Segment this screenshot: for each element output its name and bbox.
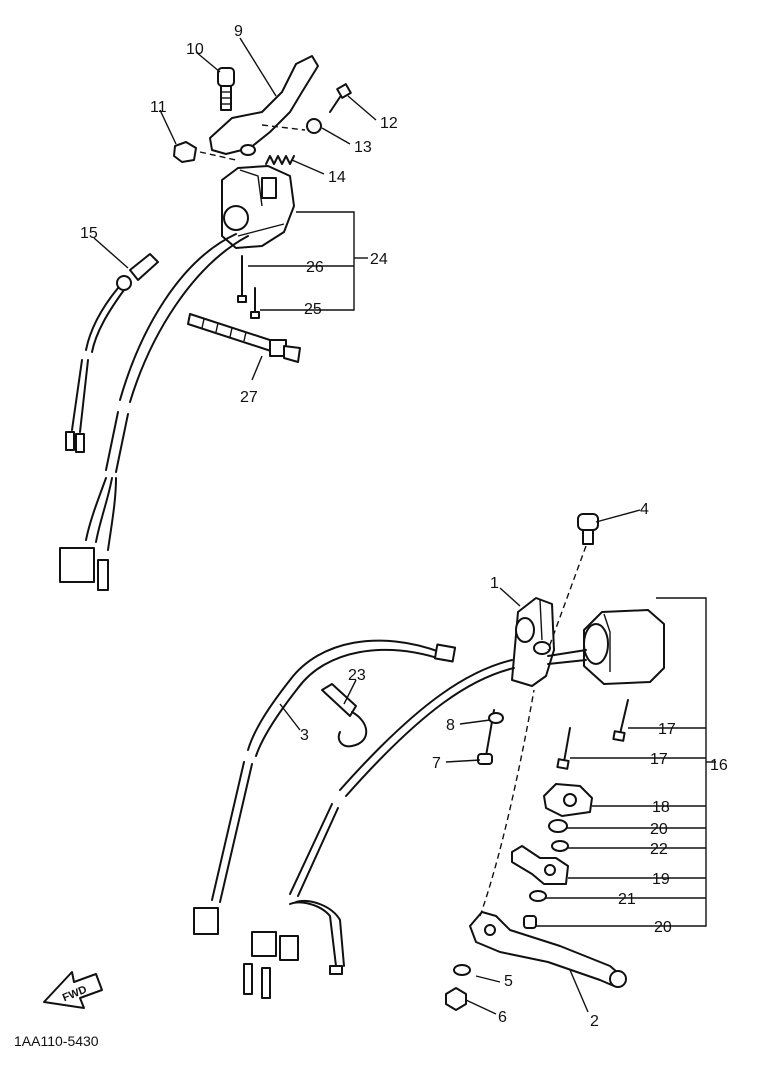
label-4: 4 (640, 501, 649, 518)
part-nut-6 (445, 987, 467, 1011)
reference-code: 1AA110-5430 (14, 1033, 99, 1049)
part-switch-15 (65, 253, 159, 453)
label-9: 9 (234, 23, 243, 40)
label-24: 23 (348, 667, 366, 684)
label-5: 5 (504, 973, 513, 990)
label-27: 26 (306, 259, 324, 276)
part-washer-20 (548, 819, 568, 833)
part-bolt-10 (217, 67, 235, 111)
part-nut-11 (173, 141, 197, 163)
label-28: 27 (240, 389, 258, 406)
part-18 (543, 783, 593, 817)
part-screw-12 (329, 83, 352, 113)
label-3: 3 (300, 727, 309, 744)
label-21: 20 (654, 919, 672, 936)
part-switch-assembly-25 (221, 165, 295, 249)
label-16: 16 (710, 757, 728, 774)
label-12: 12 (380, 115, 398, 132)
label-8: 8 (446, 717, 455, 734)
part-bracket-1 (511, 597, 555, 687)
label-18: 18 (652, 799, 670, 816)
part-lever-9 (199, 55, 319, 161)
label-2: 2 (590, 1013, 599, 1030)
part-screw-17a (612, 699, 629, 742)
part-nut-13 (306, 118, 322, 134)
label-26: 25 (304, 301, 322, 318)
part-washer-22 (529, 890, 547, 902)
part-screw-26 (250, 287, 260, 319)
part-spring-14 (265, 155, 295, 165)
label-25: 24 (370, 251, 388, 268)
part-screw-27 (237, 255, 247, 303)
part-labels: 9 10 11 12 13 14 15 24 26 25 27 4 1 23 3… (80, 23, 728, 1030)
label-17b: 17 (650, 751, 668, 768)
part-screw-17b (556, 727, 571, 770)
part-clip-24 (321, 683, 368, 748)
leader-lines (93, 37, 716, 1015)
part-lever-2 (469, 689, 627, 988)
part-switch-assembly-16 (547, 609, 665, 685)
forward-arrow-icon: FWD (43, 971, 103, 1009)
label-15: 15 (80, 225, 98, 242)
part-washer-5 (453, 964, 471, 976)
label-17a: 17 (658, 721, 676, 738)
part-washer-23 (551, 840, 569, 852)
part-nut-8 (488, 712, 504, 724)
part-lower-switch-harness (243, 659, 515, 999)
part-switch-harness (59, 233, 249, 591)
part-19 (511, 845, 569, 885)
label-7: 7 (432, 755, 441, 772)
label-6: 6 (498, 1009, 507, 1026)
label-22: 21 (618, 891, 636, 908)
label-13: 13 (354, 139, 372, 156)
part-screw-21 (523, 915, 537, 929)
label-10: 10 (186, 41, 204, 58)
label-14: 14 (328, 169, 346, 186)
label-20: 20 (650, 821, 668, 838)
label-11: 11 (150, 99, 167, 116)
label-1: 1 (490, 575, 499, 592)
label-23: 22 (650, 841, 668, 858)
part-harness-3 (193, 639, 457, 935)
part-cable-tie-28 (187, 313, 301, 363)
label-19: 19 (652, 871, 670, 888)
